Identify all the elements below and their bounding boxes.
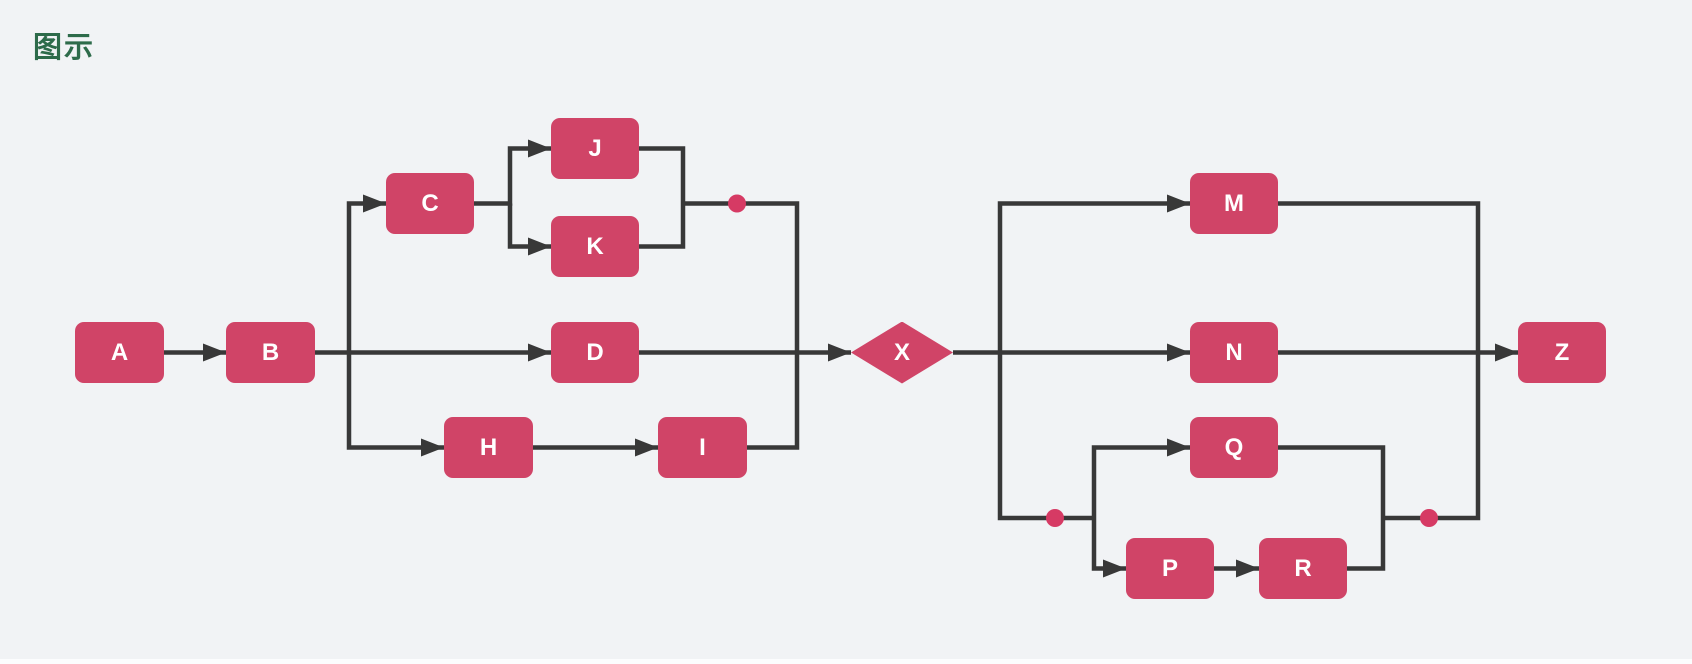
- node-label: I: [699, 433, 706, 461]
- node-label: H: [479, 433, 498, 461]
- junction-dot: [1046, 509, 1064, 527]
- node-r: R: [1259, 538, 1347, 599]
- edge-x-fork-rail: [997, 352, 1094, 521]
- edge-join-qr-z-line: [1383, 352, 1481, 521]
- node-q: Q: [1190, 417, 1278, 478]
- node-k: K: [551, 216, 639, 277]
- node-c: C: [386, 173, 474, 234]
- edge-c-j: [474, 139, 551, 206]
- node-label: D: [586, 338, 604, 366]
- edge-fork-rail-p: [1091, 518, 1126, 578]
- edge-m-z-line: [1278, 201, 1481, 353]
- node-i: I: [658, 417, 747, 478]
- edge-join-jk-x-line: [683, 201, 800, 353]
- node-label: Q: [1224, 433, 1244, 461]
- node-label: M: [1224, 189, 1244, 217]
- node-b: B: [226, 322, 315, 383]
- node-d: D: [551, 322, 639, 383]
- junction-dot: [1420, 509, 1438, 527]
- node-j: J: [551, 118, 639, 179]
- node-label: A: [110, 338, 129, 366]
- node-label: B: [261, 338, 280, 366]
- node-h: H: [444, 417, 533, 478]
- node-p: P: [1126, 538, 1214, 599]
- node-label: X: [893, 338, 910, 366]
- node-label: P: [1161, 554, 1178, 582]
- node-label: J: [588, 134, 602, 162]
- edge-c-k: [507, 203, 551, 256]
- page-bottom-edge: [0, 659, 1692, 664]
- node-m: M: [1190, 173, 1278, 234]
- edge-x-m: [997, 194, 1190, 353]
- edge-i-x-line: [747, 352, 800, 450]
- edge-b-c: [346, 194, 386, 353]
- node-label: Z: [1554, 338, 1570, 366]
- edge-j-join-jk: [639, 146, 686, 204]
- node-a: A: [75, 322, 164, 383]
- node-label: K: [586, 232, 604, 260]
- edge-r-join-qr: [1347, 518, 1386, 571]
- node-n: N: [1190, 322, 1278, 383]
- edge-q-join-qr: [1278, 445, 1386, 518]
- edge-b-h: [346, 352, 444, 457]
- node-z: Z: [1518, 322, 1606, 383]
- junction-dot: [728, 194, 746, 213]
- node-label: R: [1294, 554, 1312, 582]
- node-label: C: [421, 189, 439, 217]
- node-label: N: [1225, 338, 1243, 366]
- edge-k-join-jk: [639, 203, 686, 249]
- edge-fork-rail-q: [1091, 438, 1190, 518]
- page-title: 图示: [33, 32, 96, 64]
